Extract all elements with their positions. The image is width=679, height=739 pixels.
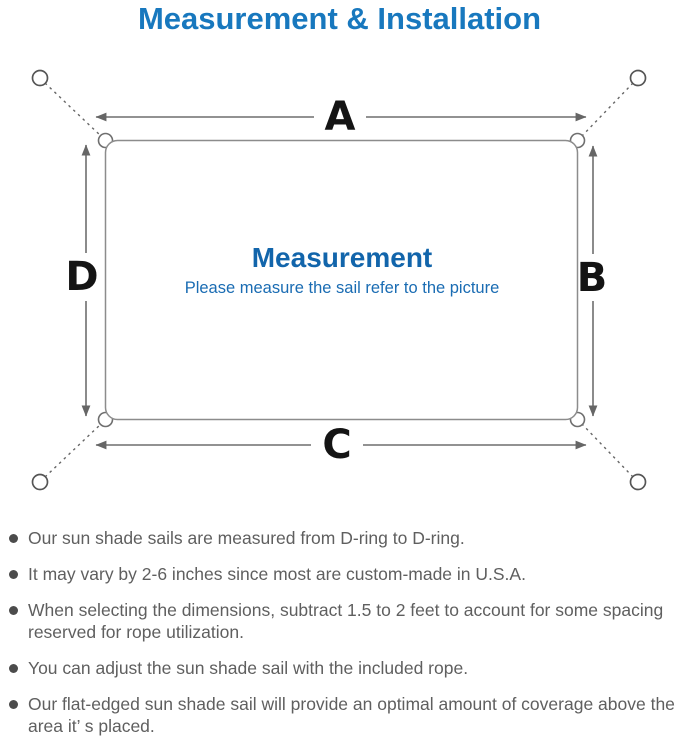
dim-label-a: A [325, 94, 356, 140]
sail-rectangle [104, 139, 579, 421]
dim-label-c: C [322, 422, 351, 468]
anchor-point-bottom-right-icon [629, 473, 647, 491]
dim-label-d: D [65, 254, 98, 300]
list-item-text: Our sun shade sails are measured from D-… [28, 528, 465, 548]
anchor-point-top-right-icon [629, 69, 647, 87]
list-item-text: Our flat-edged sun shade sail will provi… [28, 694, 675, 736]
bullet-icon [9, 606, 18, 615]
diagram-center-title: Measurement [252, 242, 433, 273]
anchor-points [31, 69, 647, 491]
measurement-diagram: A B C D Measurement Please measure the s… [31, 69, 647, 491]
list-item-text: It may vary by 2-6 inches since most are… [28, 564, 526, 584]
notes-list: Our sun shade sails are measured from D-… [9, 527, 675, 739]
list-item-text: When selecting the dimensions, subtract … [28, 600, 664, 642]
rope-line-top-left [44, 82, 103, 138]
bullet-icon [9, 700, 18, 709]
rope-line-top-right [580, 82, 634, 138]
list-item: It may vary by 2-6 inches since most are… [9, 563, 675, 585]
list-item: Our flat-edged sun shade sail will provi… [9, 693, 675, 737]
bullet-icon [9, 664, 18, 673]
anchor-point-bottom-left-icon [31, 473, 49, 491]
list-item: When selecting the dimensions, subtract … [9, 599, 675, 643]
list-item: Our sun shade sails are measured from D-… [9, 527, 675, 549]
rope-lines [44, 82, 634, 478]
rope-line-bottom-right [580, 422, 634, 478]
anchor-point-top-left-icon [31, 69, 49, 87]
list-item-text: You can adjust the sun shade sail with t… [28, 658, 469, 678]
list-item: You can adjust the sun shade sail with t… [9, 657, 675, 679]
dimension-arrows [81, 112, 598, 450]
page-title: Measurement & Installation [137, 1, 542, 36]
diagram-center-subtitle: Please measure the sail refer to the pic… [185, 279, 500, 297]
dim-label-b: B [577, 255, 608, 301]
rope-line-bottom-left [44, 422, 103, 478]
bullet-icon [9, 570, 18, 579]
bullet-icon [9, 534, 18, 543]
